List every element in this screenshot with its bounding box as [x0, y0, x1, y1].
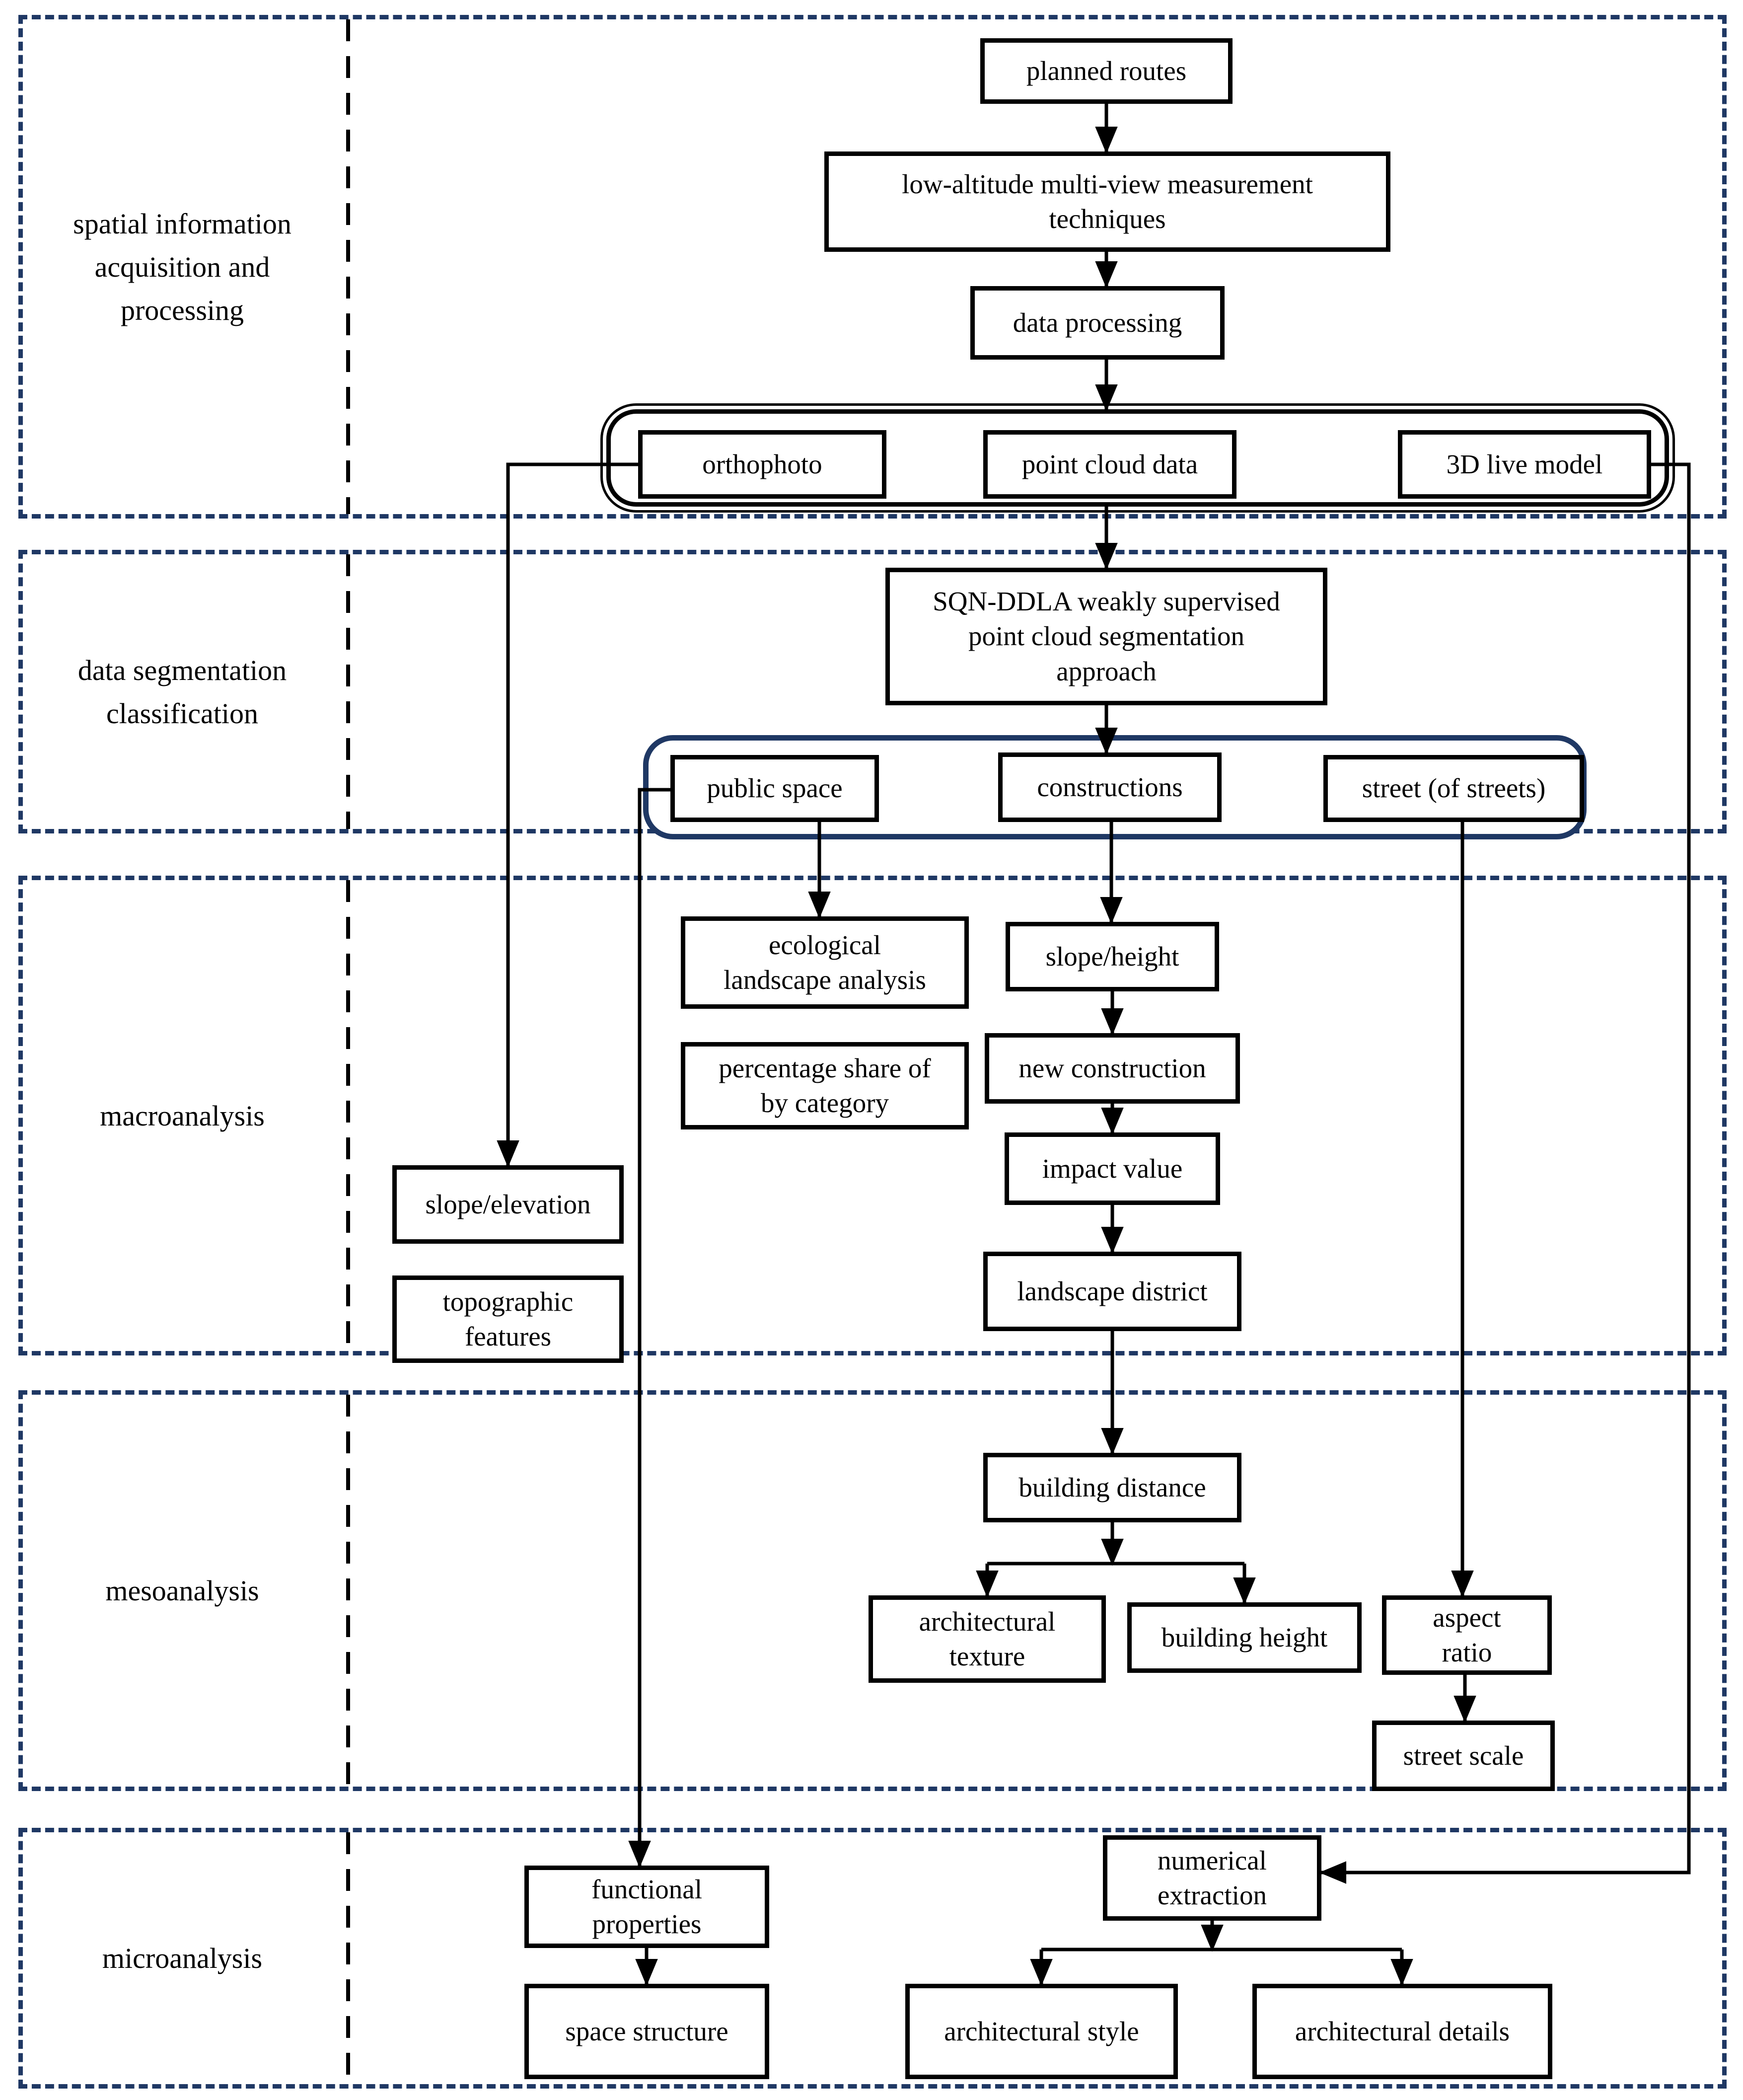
band-label-macroanalysis: macroanalysis [100, 1099, 265, 1132]
node-orthophoto: orthophoto [638, 430, 886, 499]
band-spatial-information-acquisition-and-processing [18, 15, 1727, 519]
node-building-height: building height [1127, 1602, 1362, 1673]
node-architectural-style: architectural style [905, 1984, 1178, 2079]
node-numerical-extraction: numerical extraction [1103, 1835, 1321, 1921]
node-new-construction: new construction [985, 1033, 1240, 1104]
node-aspect-ratio: aspect ratio [1382, 1595, 1552, 1675]
node-impact-value: impact value [1005, 1132, 1220, 1205]
node-ecological-landscape-analysis: ecological landscape analysis [681, 916, 969, 1009]
band-divider-macroanalysis [346, 880, 350, 1351]
node-low-altitude-multi-view-measurement-techniques: low-altitude multi-view measurement tech… [824, 151, 1390, 252]
node-sqn-ddla-approach: SQN-DDLA weakly supervised point cloud s… [885, 568, 1327, 705]
band-label-mesoanalysis: mesoanalysis [105, 1575, 259, 1607]
node-3d-live-model: 3D live model [1398, 430, 1651, 499]
node-landscape-district: landscape district [983, 1252, 1241, 1331]
node-data-processing: data processing [970, 286, 1225, 360]
node-architectural-details: architectural details [1252, 1984, 1552, 2079]
edge-public-space-to-functional-properties [628, 788, 670, 1868]
band-mesoanalysis [18, 1390, 1727, 1791]
node-functional-properties: functional properties [524, 1866, 769, 1948]
band-macroanalysis [18, 876, 1727, 1355]
node-architectural-texture: architectural texture [869, 1595, 1106, 1683]
band-divider-spatial-information-acquisition-and-processing [346, 19, 350, 514]
node-slope-elevation: slope/elevation [392, 1165, 624, 1244]
node-building-distance: building distance [983, 1453, 1241, 1522]
node-constructions: constructions [998, 752, 1222, 822]
node-topographic-features: topographic features [392, 1275, 624, 1363]
band-label-microanalysis: microanalysis [102, 1942, 263, 1974]
band-label-spatial-information-acquisition-and-processing: spatial information acquisition and proc… [73, 207, 291, 326]
band-divider-microanalysis [346, 1832, 350, 2084]
node-slope-height: slope/height [1006, 922, 1219, 991]
band-divider-mesoanalysis [346, 1395, 350, 1787]
node-space-structure: space structure [524, 1984, 769, 2079]
edge-orthophoto-to-slope-elevation [497, 462, 638, 1168]
edge-3d-live-model-to-numerical-extraction [1319, 462, 1691, 1884]
band-microanalysis [18, 1828, 1727, 2089]
node-point-cloud-data: point cloud data [983, 430, 1236, 499]
node-street-of-streets: street (of streets) [1323, 755, 1584, 822]
band-divider-data-segmentation-classification [346, 554, 350, 829]
node-percentage-share-by-category: percentage share of by category [681, 1042, 969, 1129]
node-street-scale: street scale [1372, 1721, 1555, 1791]
node-planned-routes: planned routes [980, 38, 1233, 104]
node-public-space: public space [670, 755, 879, 822]
band-label-data-segmentation-classification: data segmentation classification [77, 654, 287, 730]
